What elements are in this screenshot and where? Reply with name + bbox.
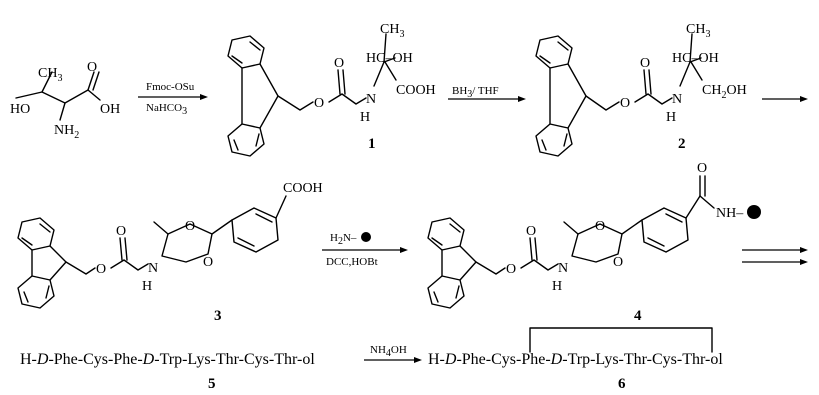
step1-arrow: Fmoc-OSu NaHCO3 xyxy=(138,81,208,117)
acid-oh-label: OH xyxy=(100,102,120,117)
nh-n-label: N xyxy=(148,261,158,276)
resin-bead-icon xyxy=(747,205,761,219)
methyl-label: CH3 xyxy=(380,22,404,40)
ch2oh-label: CH2OH xyxy=(702,83,747,101)
reagent-nahco3: NaHCO3 xyxy=(146,102,187,117)
nh-h-label: H xyxy=(552,279,562,294)
threonine-structure: CH3 HO O OH NH2 xyxy=(10,60,120,141)
hc-oh-label: HC–OH xyxy=(366,51,413,66)
compound-label-6: 6 xyxy=(618,376,626,392)
compound-label-1: 1 xyxy=(368,136,376,152)
compound-label-2: 2 xyxy=(678,136,686,152)
carbamate-o-label: O xyxy=(334,56,344,71)
carbamate-o-label: O xyxy=(116,224,126,239)
step2-arrow: BH3/ THF xyxy=(448,85,526,102)
nh-n-label: N xyxy=(672,92,682,107)
compound-4-structure: O O N H O O O NH– 4 xyxy=(427,161,761,324)
ring-o-bottom-label: O xyxy=(203,255,213,270)
amine-label: NH2 xyxy=(54,123,79,141)
disulfide-bridge xyxy=(529,327,713,353)
amide-nh-label: NH– xyxy=(716,206,744,221)
compound-label-3: 3 xyxy=(214,308,222,324)
carbonyl-o-label: O xyxy=(87,60,97,75)
carbamate-o-label: O xyxy=(526,224,536,239)
ester-o-label: O xyxy=(620,96,630,111)
cooh-label: COOH xyxy=(396,83,436,98)
peptide-5: H-D-Phe-Cys-Phe-D-Trp-Lys-Thr-Cys-Thr-ol… xyxy=(20,351,315,392)
compound-3-structure: O O N H O O COOH 3 xyxy=(17,181,323,324)
ester-o-label: O xyxy=(314,96,324,111)
resin-bead-icon xyxy=(361,232,371,242)
nh-h-label: H xyxy=(360,110,370,125)
methyl-label: CH3 xyxy=(38,66,62,84)
compound-2-structure: O O N H CH3 HC–OH CH2OH 2 xyxy=(535,22,747,157)
reagent-h2n-resin: H2N– xyxy=(330,232,357,247)
cooh-label: COOH xyxy=(283,181,323,196)
carbamate-o-label: O xyxy=(640,56,650,71)
amide-o-label: O xyxy=(697,161,707,176)
reagent-nh4oh: NH4OH xyxy=(370,344,407,359)
reagent-bh3-thf: BH3/ THF xyxy=(452,85,499,100)
peptide-6-sequence: H-D-Phe-Cys-Phe-D-Trp-Lys-Thr-Cys-Thr-ol xyxy=(428,351,723,368)
ring-o-top-label: O xyxy=(185,219,195,234)
nh-h-label: H xyxy=(142,279,152,294)
ester-o-label: O xyxy=(506,262,516,277)
multistep-arrow xyxy=(742,247,808,265)
ring-o-bottom-label: O xyxy=(613,255,623,270)
nh-h-label: H xyxy=(666,110,676,125)
step5-arrow: NH4OH xyxy=(364,344,422,363)
reagent-dcc-hobt: DCC,HOBt xyxy=(326,256,378,268)
compound-1-structure: O O N H CH3 HC–OH COOH 1 xyxy=(227,22,436,157)
step4-arrow: H2N– DCC,HOBt xyxy=(322,232,408,268)
compound-label-5: 5 xyxy=(208,376,216,392)
nh-n-label: N xyxy=(366,92,376,107)
hydroxyl-label: HO xyxy=(10,102,30,117)
nh-n-label: N xyxy=(558,261,568,276)
peptide-5-sequence: H-D-Phe-Cys-Phe-D-Trp-Lys-Thr-Cys-Thr-ol xyxy=(20,351,315,368)
reagent-fmoc-osu: Fmoc-OSu xyxy=(146,81,195,93)
hc-oh-label: HC–OH xyxy=(672,51,719,66)
methyl-label: CH3 xyxy=(686,22,710,40)
peptide-6: H-D-Phe-Cys-Phe-D-Trp-Lys-Thr-Cys-Thr-ol… xyxy=(428,327,723,392)
ester-o-label: O xyxy=(96,262,106,277)
ring-o-top-label: O xyxy=(595,219,605,234)
compound-label-4: 4 xyxy=(634,308,642,324)
step3-arrow xyxy=(762,96,808,102)
